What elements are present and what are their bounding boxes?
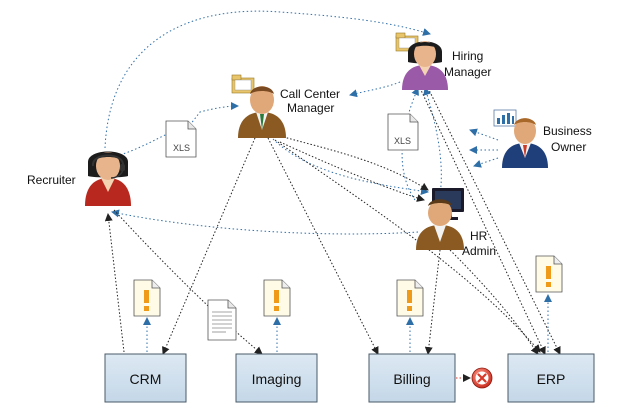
crm-label: CRM: [130, 371, 162, 387]
link-owner-to-hiring-1: [469, 128, 499, 141]
hr-admin-label-1: HR: [470, 229, 488, 243]
imaging-label: Imaging: [252, 371, 302, 387]
alert-document-icon-crm[interactable]: [133, 279, 161, 317]
hiring-manager-label-2: Manager: [444, 65, 491, 79]
link-hiring-to-call-center: [349, 81, 401, 98]
xls-label-left: XLS: [173, 143, 190, 153]
xls-document-icon-left[interactable]: XLS: [165, 120, 197, 158]
link-recruiter-to-hiring-manager: [104, 10, 431, 149]
hr-admin-label-2: Admin: [462, 244, 496, 258]
hiring-manager-label-1: Hiring: [452, 49, 483, 63]
xls-label-right: XLS: [394, 136, 411, 146]
folder-icon: [231, 74, 255, 94]
link-hr-to-billing: [424, 249, 441, 355]
bar-chart-icon: [493, 109, 517, 127]
person-recruiter-icon[interactable]: [85, 151, 131, 207]
connectors: [104, 10, 561, 382]
system-billing[interactable]: Billing: [368, 353, 456, 403]
link-call-center-to-hr-b: [279, 141, 425, 202]
alert-document-icon-billing[interactable]: [396, 279, 424, 317]
system-crm[interactable]: CRM: [104, 353, 187, 403]
link-hr-to-recruiter: [111, 209, 419, 235]
link-call-center-to-erp: [274, 139, 541, 353]
link-call-center-to-crm: [162, 137, 256, 355]
link-hr-to-erp: [449, 249, 539, 355]
business-owner-label-2: Owner: [551, 140, 586, 154]
link-call-center-to-billing: [267, 137, 379, 355]
business-owner-label-1: Business: [543, 124, 592, 138]
system-imaging[interactable]: Imaging: [235, 353, 318, 403]
call-center-manager-label-2: Manager: [287, 101, 334, 115]
link-recruiter-to-imaging: [113, 209, 263, 355]
error-x-icon[interactable]: [471, 367, 493, 389]
person-hiring-manager-icon[interactable]: [402, 41, 448, 90]
link-crm-to-recruiter: [104, 213, 125, 353]
link-owner-to-hiring-3: [473, 157, 499, 168]
person-call-center-manager-icon[interactable]: [238, 86, 286, 138]
xls-document-icon-right[interactable]: XLS: [387, 113, 419, 151]
link-call-center-to-hr: [264, 129, 429, 195]
billing-label: Billing: [393, 371, 430, 387]
link-hiring-to-erp-a: [427, 87, 561, 355]
person-business-owner-icon[interactable]: [502, 118, 548, 168]
text-document-icon[interactable]: [207, 299, 237, 341]
system-erp[interactable]: ERP: [507, 353, 595, 403]
erp-label: ERP: [537, 371, 566, 387]
call-center-manager-label-1: Call Center: [280, 87, 340, 101]
alert-document-icon-erp[interactable]: [535, 255, 563, 293]
link-call-center-to-hr-admin: [279, 135, 429, 191]
person-hr-admin-icon[interactable]: [416, 199, 464, 250]
recruiter-label: Recruiter: [27, 173, 76, 187]
alert-document-icon-imaging[interactable]: [263, 279, 291, 317]
